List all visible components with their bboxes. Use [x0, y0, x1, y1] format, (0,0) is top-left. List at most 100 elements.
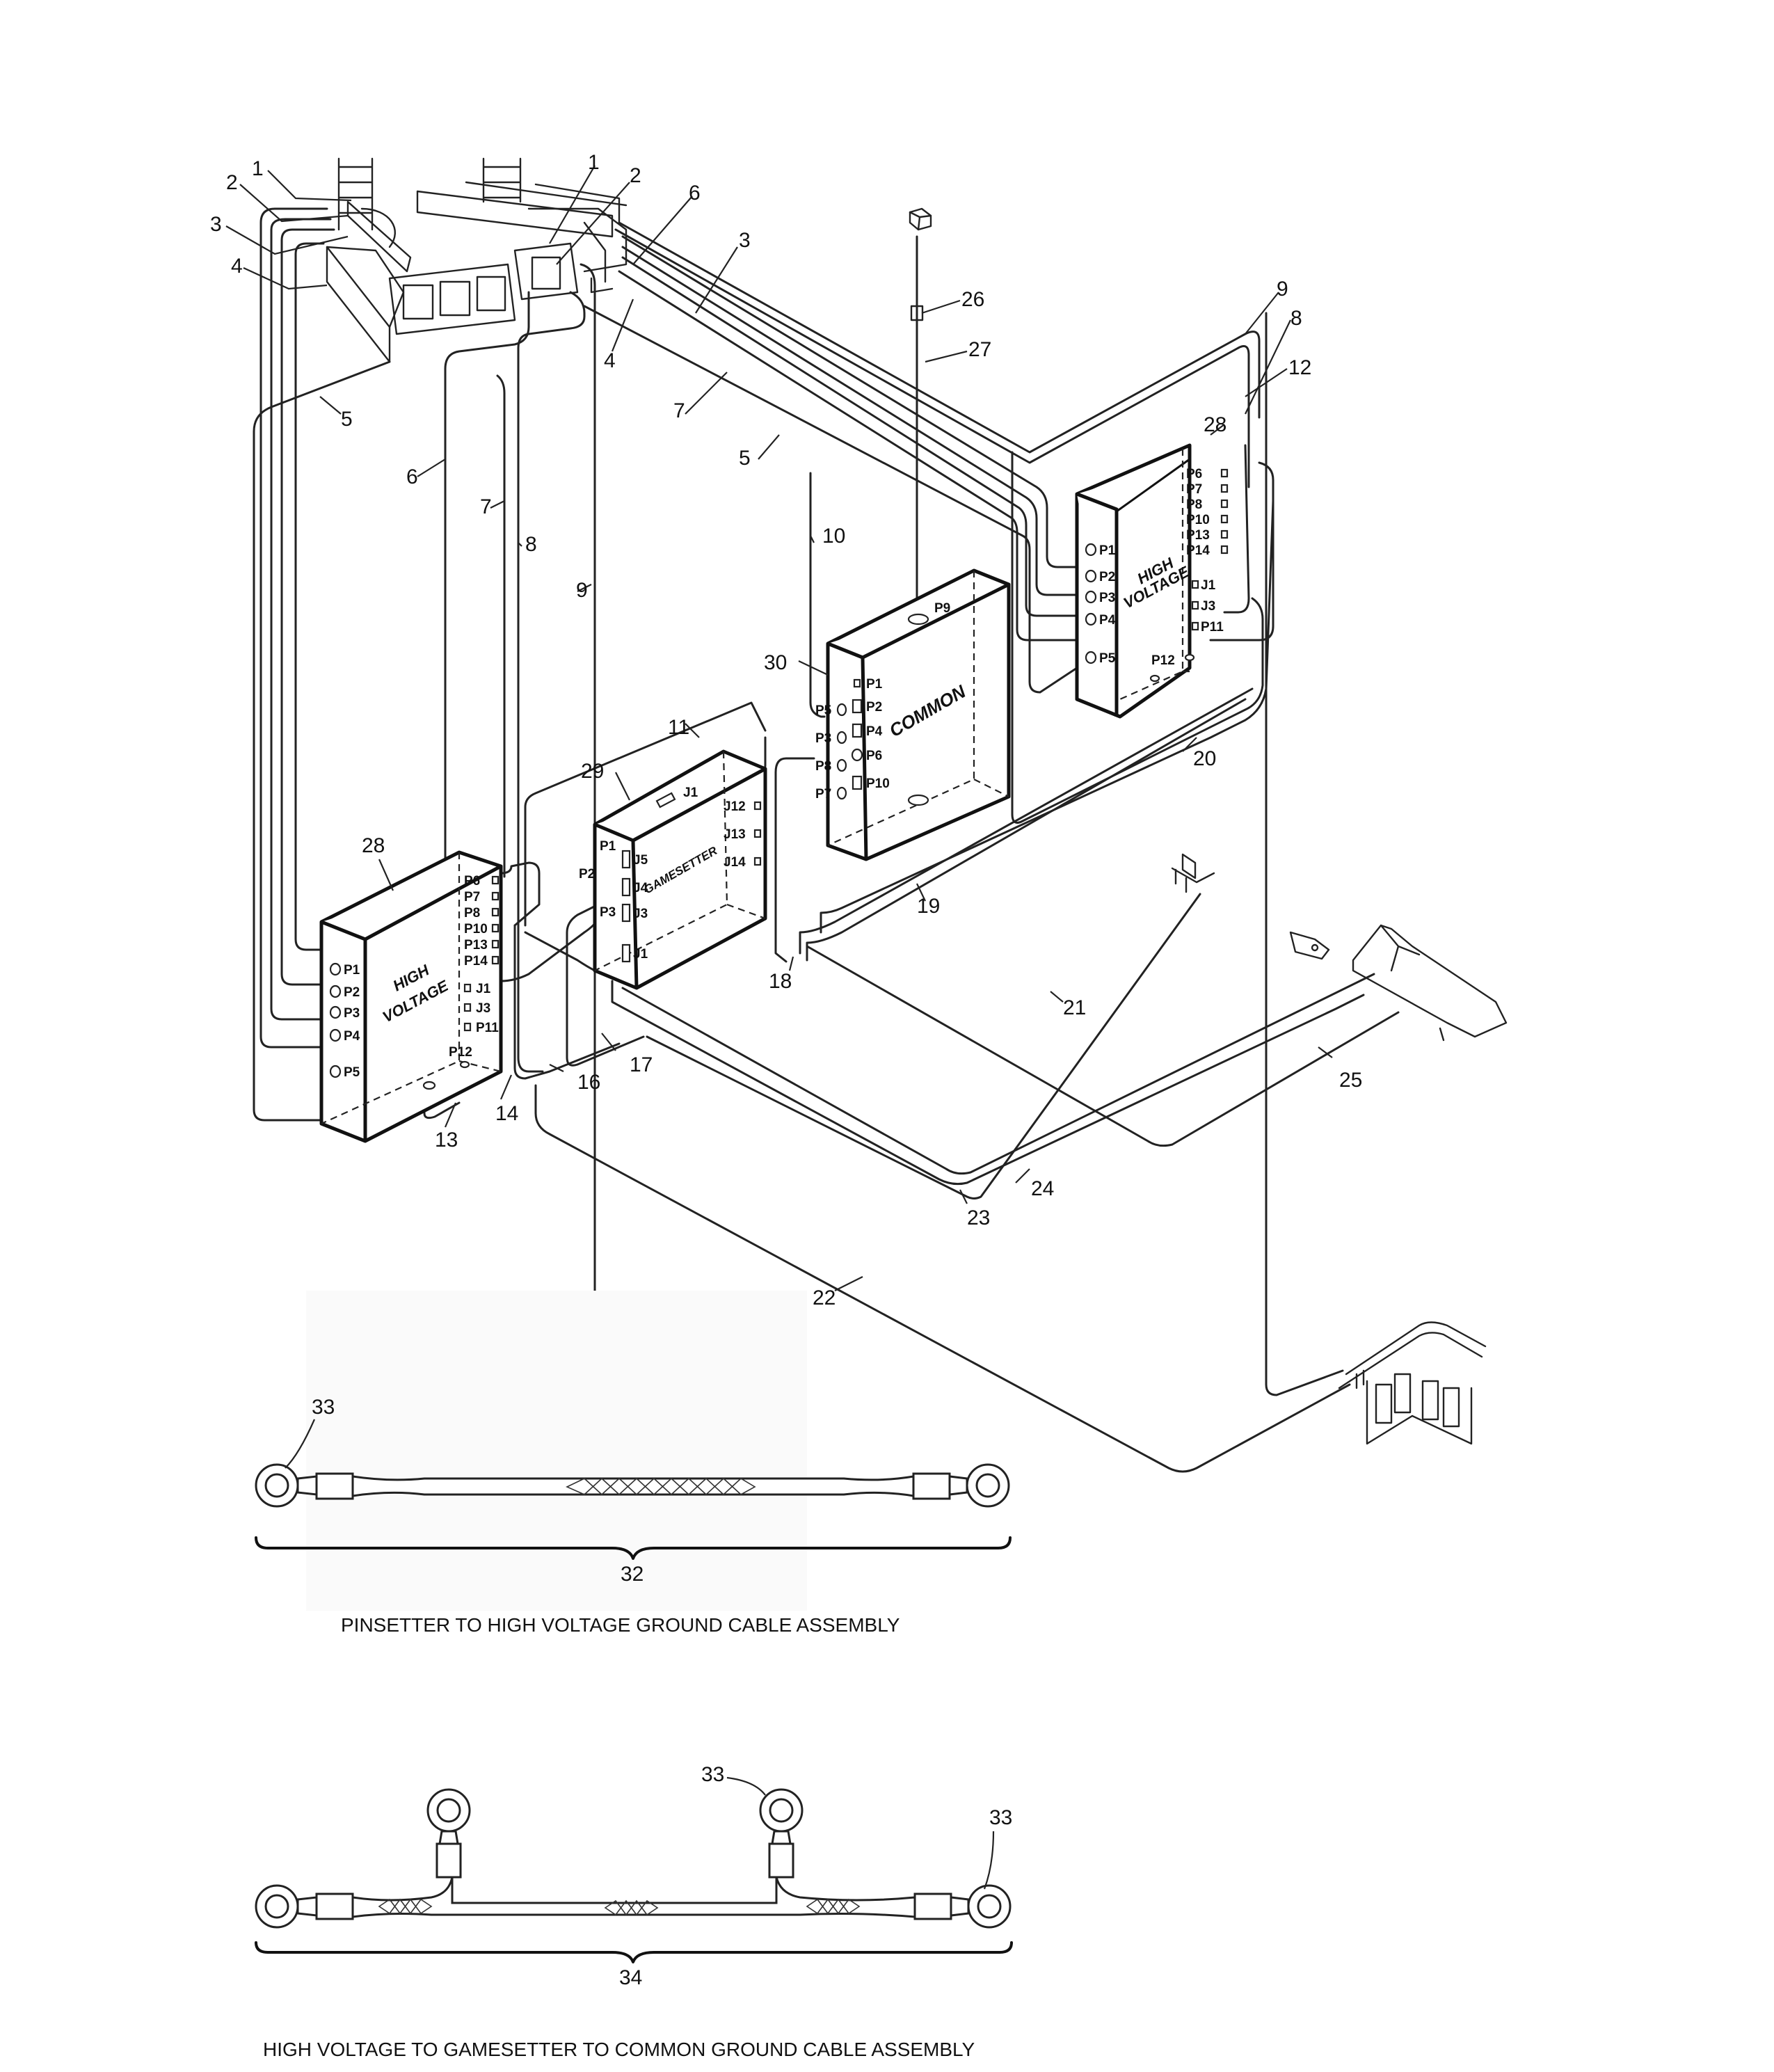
callout-23: 23 [967, 1206, 990, 1229]
common-p9: P9 [934, 601, 950, 616]
callout-24: 24 [1031, 1177, 1054, 1200]
callout-6a: 6 [689, 182, 701, 205]
callout-25: 25 [1339, 1069, 1362, 1092]
port-label: P7 [815, 787, 831, 802]
callout-7a: 7 [673, 399, 685, 422]
port-label: P1 [1099, 543, 1116, 558]
callout-3b: 3 [739, 229, 751, 252]
callout-8a: 8 [525, 533, 537, 556]
port-connector [491, 955, 500, 965]
port-label: P11 [476, 1021, 499, 1035]
port-label: P2 [1099, 570, 1115, 584]
callout-14: 14 [495, 1102, 518, 1125]
port-label: J5 [633, 853, 648, 868]
callout-5a: 5 [341, 408, 353, 431]
callout-17: 17 [630, 1053, 653, 1076]
callout-1b: 1 [588, 151, 600, 174]
port-connector [1220, 545, 1229, 555]
caption-ground-cable-2: HIGH VOLTAGE TO GAMESETTER TO COMMON GRO… [263, 2039, 975, 2060]
port-label: J3 [633, 907, 648, 921]
port-connector [1085, 651, 1097, 664]
caption-ground-cable-1: PINSETTER TO HIGH VOLTAGE GROUND CABLE A… [341, 1614, 900, 1636]
port-label: P5 [1099, 651, 1116, 666]
callout-33a: 33 [312, 1396, 335, 1419]
port-label: P5 [815, 703, 832, 718]
port-connector [329, 1065, 342, 1078]
callout-34: 34 [619, 1966, 642, 1989]
port-connector [1220, 484, 1229, 493]
port-label: P4 [1099, 613, 1116, 628]
control-desk [1338, 1321, 1487, 1445]
cable-harness [253, 207, 1400, 1473]
port-connector [851, 748, 863, 762]
callout-30: 30 [764, 651, 787, 674]
port-connector [1220, 499, 1229, 509]
port-connector [836, 703, 847, 717]
port-connector [621, 877, 631, 897]
callout-11: 11 [668, 716, 689, 739]
port-connector [491, 875, 500, 885]
port-label: P3 [344, 1006, 360, 1021]
port-connector [463, 983, 472, 993]
port-label: J1 [1201, 578, 1216, 593]
port-label: P8 [1186, 497, 1202, 512]
pinsetter-assembly [326, 157, 628, 363]
port-connector [852, 699, 863, 714]
port-label: P8 [815, 759, 831, 774]
port-label: P14 [464, 954, 488, 969]
callout-28b: 28 [362, 834, 385, 857]
port-label: P6 [866, 749, 882, 763]
connector-26 [909, 207, 932, 321]
port-label: P11 [1201, 620, 1224, 635]
ground-cable-assembly-2: 33 33 34 HIGH VOLTAGE TO GAMESETTER TO C… [255, 1763, 1013, 2060]
callout-4b: 4 [604, 349, 616, 372]
port-connector [329, 985, 342, 998]
port-label: J13 [724, 827, 746, 842]
port-label: P8 [464, 906, 480, 921]
port-connector [1085, 590, 1097, 604]
port-label: P2 [866, 700, 882, 715]
port-label: J1 [633, 947, 648, 962]
port-label: J3 [476, 1001, 490, 1016]
callout-28a: 28 [1204, 413, 1226, 436]
callout-29: 29 [581, 760, 604, 783]
port-label: P10 [866, 776, 890, 791]
callout-3a: 3 [210, 213, 222, 236]
port-label: P1 [600, 839, 616, 854]
port-label: J4 [633, 881, 648, 895]
callout-13: 13 [435, 1129, 458, 1151]
callout-9b: 9 [1277, 278, 1288, 301]
port-connector [621, 943, 631, 963]
port-connector [463, 1003, 472, 1012]
port-connector [1085, 569, 1097, 583]
port-label: J1 [476, 982, 491, 996]
ground-cable-assembly-1: 33 32 PINSETTER TO HIGH VOLTAGE GROUND C… [255, 1291, 1012, 1636]
callout-7b: 7 [480, 495, 492, 518]
port-connector [1085, 543, 1097, 557]
callout-5b: 5 [739, 447, 751, 470]
port-label: P13 [1186, 528, 1210, 543]
port-connector [836, 731, 847, 744]
callout-9a: 9 [576, 579, 588, 602]
port-connector [852, 775, 863, 790]
foul-pedal-assembly [1171, 853, 1508, 1042]
port-label: P4 [866, 724, 883, 739]
port-connector [329, 962, 342, 976]
callout-22: 22 [813, 1286, 836, 1309]
callout-21: 21 [1063, 996, 1086, 1019]
callout-16: 16 [577, 1071, 600, 1094]
callout-27: 27 [968, 338, 991, 361]
port-label: P14 [1186, 543, 1210, 558]
callout-33c: 33 [989, 1806, 1012, 1829]
port-label: P3 [815, 731, 831, 746]
port-connector [1191, 580, 1199, 589]
port-label: P1 [866, 677, 883, 692]
port-connector [621, 903, 631, 923]
